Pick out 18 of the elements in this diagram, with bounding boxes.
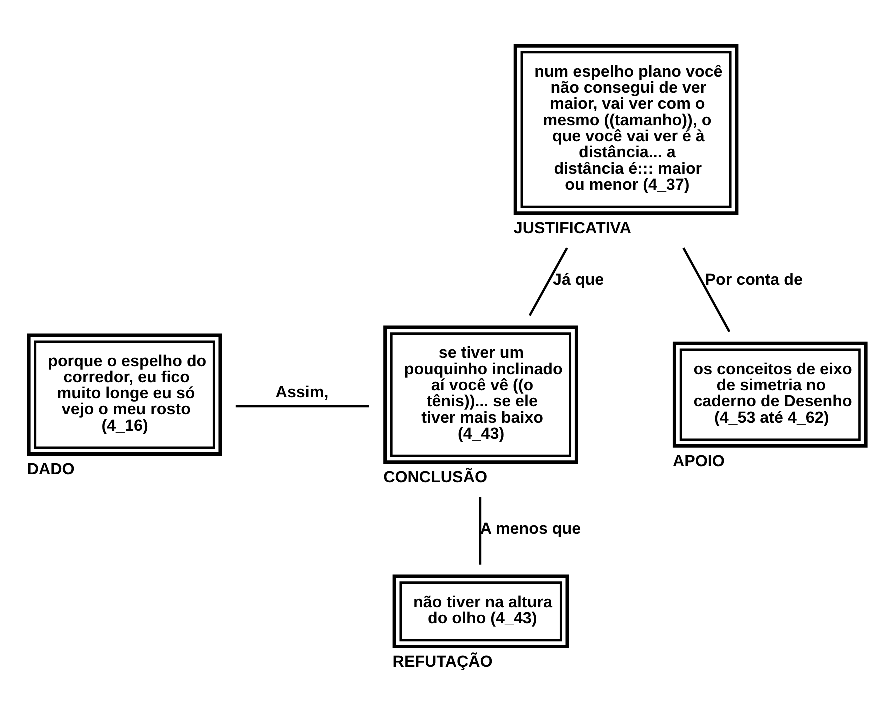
- node-box: os conceitos de eixo de simetria no caderno de Desenho (4_53 até 4_62): [672, 342, 868, 448]
- node-box: se tiver um pouquinho inclinado aí você vê ((o tênis))... se ele tiver mais baixo (4_43): [384, 326, 578, 464]
- node-label: APOIO: [672, 452, 725, 471]
- connector: [236, 405, 370, 408]
- edge-label: Já que: [553, 271, 604, 290]
- node-box: porque o espelho do corredor, eu fico muito longe eu só vejo o meu rosto (4_16): [27, 334, 222, 456]
- edge-label: Assim,: [276, 383, 329, 402]
- node-label: REFUTAÇÃO: [392, 653, 493, 672]
- edge-label: A menos que: [480, 520, 582, 538]
- connector: [682, 248, 731, 333]
- connector: [479, 496, 482, 565]
- node-box: num espelho plano você não consegui de ver maior, vai ver com o mesmo ((tamanho)), o que você vai ver é à distância... a distância é::: maior ou menor (4_37): [514, 44, 739, 216]
- node-label: DADO: [27, 460, 75, 479]
- node-box: não tiver na altura do olho (4_43): [392, 574, 570, 649]
- edge-label: Por conta de: [705, 271, 803, 290]
- node-label: JUSTIFICATIVA: [514, 220, 632, 238]
- connector: [528, 248, 568, 316]
- node-label: CONCLUSÃO: [384, 468, 488, 487]
